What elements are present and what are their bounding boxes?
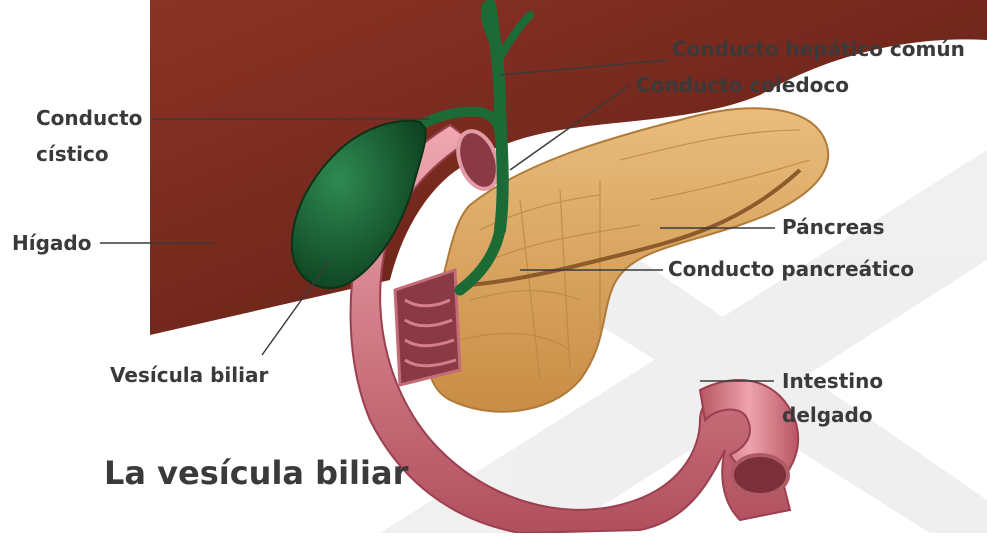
label-small-intestine-line1: Intestino — [782, 368, 883, 394]
label-liver: Hígado — [12, 230, 91, 256]
label-gallbladder: Vesícula biliar — [110, 362, 268, 388]
label-pancreas: Páncreas — [782, 214, 885, 240]
label-small-intestine-line2: delgado — [782, 402, 873, 428]
duodenum-cutaway — [395, 270, 460, 385]
label-cystic-duct-line1: Conducto — [36, 105, 142, 131]
diagram-title: La vesícula biliar — [104, 454, 408, 492]
intestine-opening — [732, 455, 788, 495]
label-common-bile-duct: Conducto colédoco — [636, 72, 849, 98]
label-cystic-duct-line2: cístico — [36, 141, 109, 167]
label-pancreatic-duct: Conducto pancreático — [668, 256, 914, 282]
label-common-hepatic-duct: Conducto hepático común — [672, 36, 965, 62]
